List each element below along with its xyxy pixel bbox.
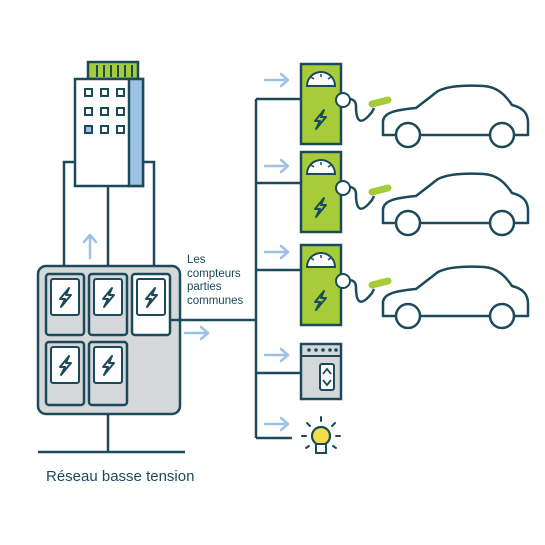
building-icon bbox=[73, 60, 145, 188]
ev-station-3 bbox=[301, 245, 530, 330]
elevator-icon bbox=[299, 342, 343, 401]
common-meters-label-line2: compteurs bbox=[187, 267, 241, 280]
ev-station-2 bbox=[301, 152, 530, 237]
arrow-icon bbox=[82, 233, 98, 260]
meter-cabinet bbox=[36, 264, 182, 416]
arrow-icon bbox=[263, 158, 290, 174]
distribution-bus bbox=[170, 97, 301, 440]
meter-4 bbox=[87, 340, 129, 407]
car-icon bbox=[381, 84, 530, 149]
arrow-icon bbox=[263, 347, 290, 363]
arrow-icon bbox=[263, 416, 290, 432]
arrow-icon bbox=[263, 72, 290, 88]
ev-charger-icon bbox=[301, 64, 341, 144]
ev-charger-icon bbox=[301, 152, 341, 232]
common-meters-label-line1: Les bbox=[187, 254, 206, 266]
common-meters-label-line4: communes bbox=[187, 294, 244, 307]
car-icon bbox=[381, 265, 530, 330]
arrow-icon bbox=[183, 325, 210, 341]
meter-common bbox=[130, 272, 172, 337]
light-bulb-icon bbox=[301, 416, 341, 454]
common-meters-label-line3: parties bbox=[187, 281, 222, 293]
meter-2 bbox=[87, 272, 129, 337]
low-voltage-network-label: Réseau basse tension bbox=[46, 468, 195, 485]
meter-3 bbox=[44, 340, 86, 407]
car-icon bbox=[381, 172, 530, 237]
meter-1 bbox=[44, 272, 86, 337]
building-feed-lines bbox=[62, 160, 156, 268]
ev-charger-icon bbox=[301, 245, 341, 325]
arrow-icon bbox=[263, 244, 290, 260]
ev-station-1 bbox=[301, 64, 530, 149]
network-line bbox=[38, 414, 185, 454]
